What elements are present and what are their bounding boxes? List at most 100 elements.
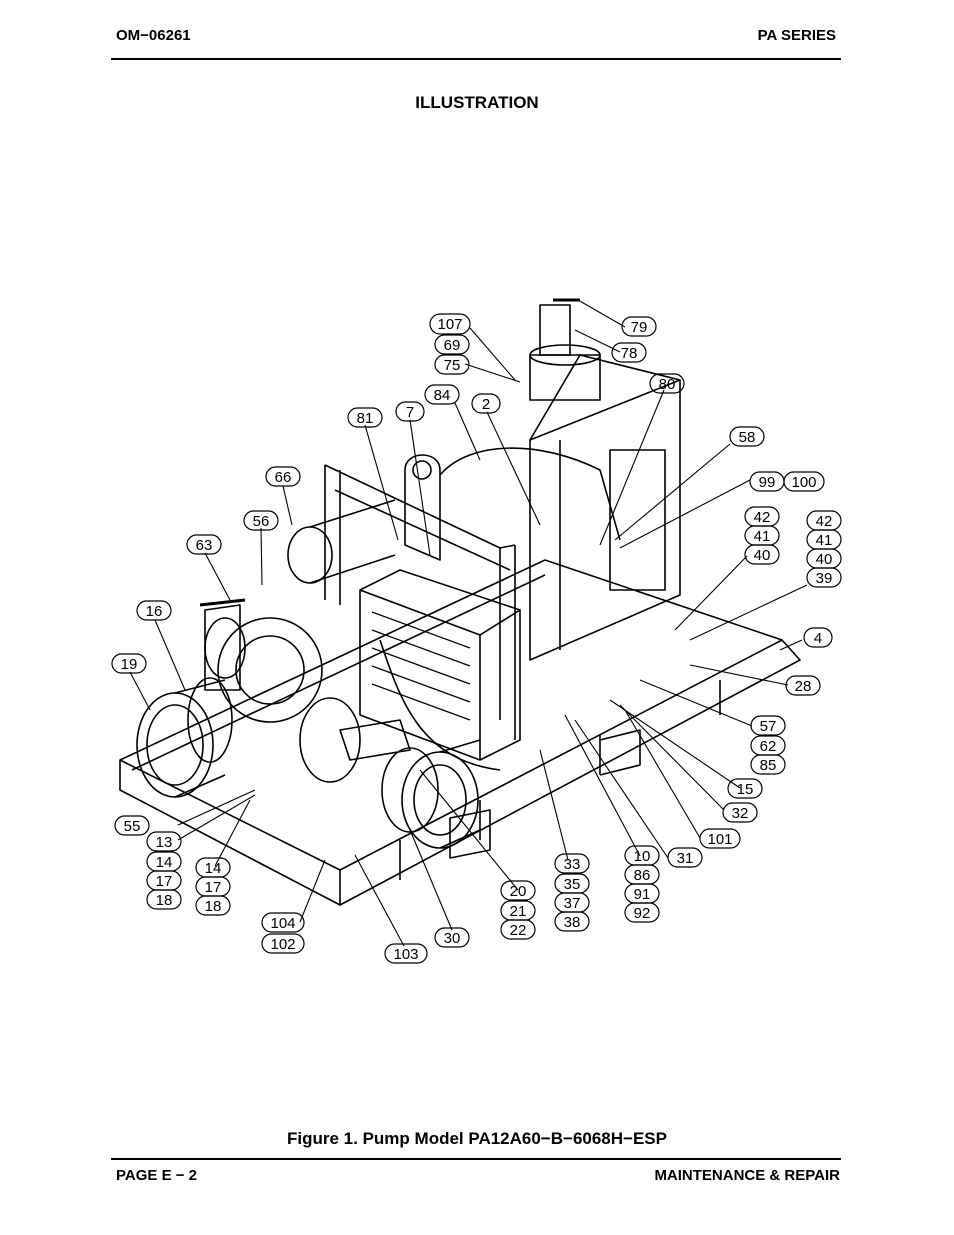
callout-78: 78 xyxy=(611,342,647,363)
svg-text:75: 75 xyxy=(444,357,461,374)
callout-37: 37 xyxy=(554,892,590,913)
callout-80: 80 xyxy=(649,373,685,394)
svg-text:57: 57 xyxy=(760,718,777,735)
callout-32: 32 xyxy=(722,802,758,823)
callout-4: 4 xyxy=(803,627,833,648)
callout-19: 19 xyxy=(111,653,147,674)
callout-14-a: 14 xyxy=(146,851,182,872)
svg-text:4: 4 xyxy=(814,630,822,647)
svg-text:62: 62 xyxy=(760,738,777,755)
svg-text:28: 28 xyxy=(795,678,812,695)
callout-40-a: 40 xyxy=(744,544,780,565)
callout-17-b: 17 xyxy=(195,876,231,897)
svg-text:33: 33 xyxy=(564,856,581,873)
callout-62: 62 xyxy=(750,735,786,756)
svg-text:38: 38 xyxy=(564,914,581,931)
callout-41-a: 41 xyxy=(744,525,780,546)
callout-66: 66 xyxy=(265,466,301,487)
callout-39: 39 xyxy=(806,567,842,588)
callout-15: 15 xyxy=(727,778,763,799)
callout-92: 92 xyxy=(624,902,660,923)
callout-86: 86 xyxy=(624,864,660,885)
callout-18-a: 18 xyxy=(146,889,182,910)
svg-text:19: 19 xyxy=(121,656,138,673)
callout-42-b: 42 xyxy=(806,510,842,531)
page-number: PAGE E − 2 xyxy=(116,1167,198,1184)
callout-22: 22 xyxy=(500,919,536,940)
callout-38: 38 xyxy=(554,911,590,932)
callout-55: 55 xyxy=(114,815,150,836)
callout-14-b: 14 xyxy=(195,857,231,878)
callout-33: 33 xyxy=(554,853,590,874)
svg-text:101: 101 xyxy=(707,831,732,848)
svg-text:41: 41 xyxy=(754,528,771,545)
callout-2: 2 xyxy=(471,393,501,414)
svg-text:42: 42 xyxy=(754,509,771,526)
svg-text:85: 85 xyxy=(760,757,777,774)
header-rule xyxy=(111,58,841,60)
callout-41-b: 41 xyxy=(806,529,842,550)
callout-20: 20 xyxy=(500,880,536,901)
callout-103: 103 xyxy=(384,943,428,964)
svg-text:42: 42 xyxy=(816,513,833,530)
svg-text:32: 32 xyxy=(732,805,749,822)
callout-79: 79 xyxy=(621,316,657,337)
svg-text:104: 104 xyxy=(270,915,295,932)
svg-text:55: 55 xyxy=(124,818,141,835)
svg-text:17: 17 xyxy=(156,873,173,890)
callout-42-a: 42 xyxy=(744,506,780,527)
callout-7: 7 xyxy=(395,401,425,422)
svg-text:92: 92 xyxy=(634,905,651,922)
callout-13: 13 xyxy=(146,831,182,852)
callout-30: 30 xyxy=(434,927,470,948)
svg-text:56: 56 xyxy=(253,513,270,530)
svg-text:7: 7 xyxy=(406,404,414,421)
svg-text:40: 40 xyxy=(816,551,833,568)
callout-104: 104 xyxy=(261,912,305,933)
svg-text:58: 58 xyxy=(739,429,756,446)
svg-text:18: 18 xyxy=(156,892,173,909)
svg-text:99: 99 xyxy=(759,474,776,491)
callout-56: 56 xyxy=(243,510,279,531)
callout-17-a: 17 xyxy=(146,870,182,891)
series-name: PA SERIES xyxy=(757,27,836,44)
svg-text:91: 91 xyxy=(634,886,651,903)
callout-100: 100 xyxy=(783,471,825,492)
svg-text:102: 102 xyxy=(270,936,295,953)
footer-rule xyxy=(111,1158,841,1160)
svg-text:39: 39 xyxy=(816,570,833,587)
svg-text:63: 63 xyxy=(196,537,213,554)
svg-text:100: 100 xyxy=(791,474,816,491)
svg-text:79: 79 xyxy=(631,319,648,336)
callout-31: 31 xyxy=(667,847,703,868)
callout-75: 75 xyxy=(434,354,470,375)
callout-84: 84 xyxy=(424,384,460,405)
callout-69: 69 xyxy=(434,334,470,355)
callout-10: 10 xyxy=(624,845,660,866)
svg-text:103: 103 xyxy=(393,946,418,963)
callout-57: 57 xyxy=(750,715,786,736)
svg-text:81: 81 xyxy=(357,410,374,427)
figure-caption: Figure 1. Pump Model PA12A60−B−6068H−ESP xyxy=(287,1129,667,1148)
svg-text:41: 41 xyxy=(816,532,833,549)
svg-text:69: 69 xyxy=(444,337,461,354)
svg-text:2: 2 xyxy=(482,396,490,413)
svg-text:14: 14 xyxy=(156,854,173,871)
svg-text:78: 78 xyxy=(621,345,638,362)
svg-text:20: 20 xyxy=(510,883,527,900)
section-name: MAINTENANCE & REPAIR xyxy=(654,1167,840,1184)
callout-28: 28 xyxy=(785,675,821,696)
svg-text:17: 17 xyxy=(205,879,222,896)
callout-101: 101 xyxy=(699,828,741,849)
callout-107: 107 xyxy=(429,313,471,335)
callout-85: 85 xyxy=(750,754,786,775)
callout-58: 58 xyxy=(729,426,765,447)
callout-16: 16 xyxy=(136,600,172,621)
svg-text:31: 31 xyxy=(677,850,694,867)
svg-text:37: 37 xyxy=(564,895,581,912)
svg-text:22: 22 xyxy=(510,922,527,939)
svg-text:107: 107 xyxy=(437,316,462,333)
callout-81: 81 xyxy=(347,407,383,428)
pump-drawing xyxy=(119,298,801,906)
leader-lines xyxy=(129,299,808,947)
